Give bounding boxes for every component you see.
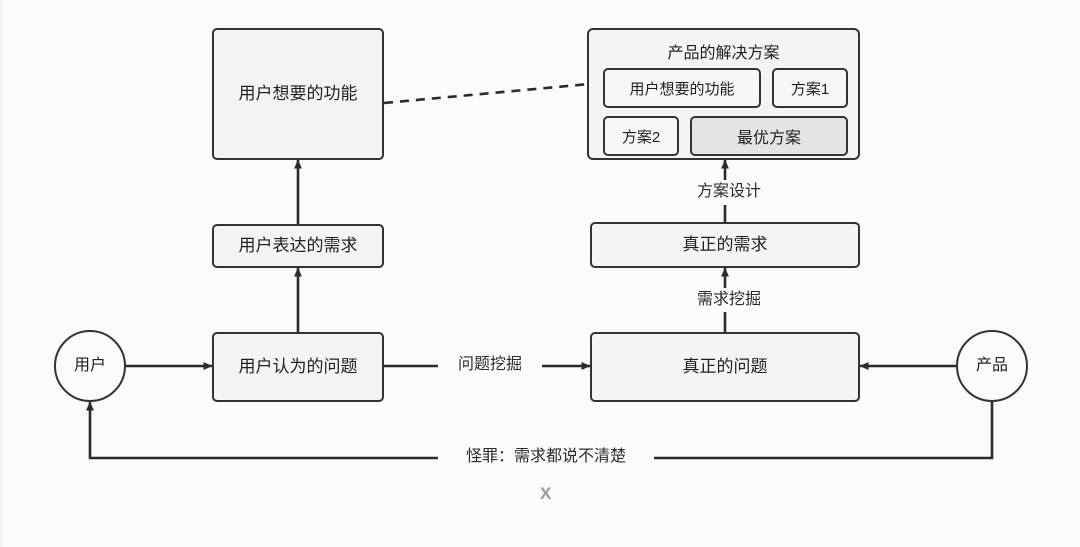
node-user-wanted-feature[interactable]: 用户想要的功能 xyxy=(212,28,384,160)
node-user-wanted-feature-label: 用户想要的功能 xyxy=(238,83,358,103)
node-real-demand-label: 真正的需求 xyxy=(682,234,768,254)
edge-label-problem-digging: 问题挖掘 xyxy=(438,357,542,373)
group-product-solution-title: 产品的解决方案 xyxy=(667,45,780,62)
edge-label-blame: 怪罪：需求都说不清楚 xyxy=(438,449,654,465)
mark-x: X xyxy=(540,484,552,503)
solution-item-optimal-plan[interactable]: 最优方案 xyxy=(690,116,848,156)
node-user-perceived-problem[interactable]: 用户认为的问题 xyxy=(212,332,384,402)
solution-item-2-label: 方案2 xyxy=(621,128,661,146)
edge-blame-feedback-right xyxy=(86,401,438,460)
node-user-expressed-demand[interactable]: 用户表达的需求 xyxy=(212,224,384,268)
solution-item-1-label: 方案1 xyxy=(790,80,830,98)
edge-label-demand-digging: 需求挖掘 xyxy=(677,292,781,308)
node-user-perceived-problem-label: 用户认为的问题 xyxy=(238,356,358,376)
node-user-expressed-demand-label: 用户表达的需求 xyxy=(238,235,358,255)
edge-wanted-feature-dashed-to-solution xyxy=(383,79,601,105)
node-product-circle-label: 产品 xyxy=(975,357,1008,375)
solution-item-3-label: 最优方案 xyxy=(736,130,801,147)
solution-item-plan-1[interactable]: 方案1 xyxy=(772,68,848,108)
node-user-circle-label: 用户 xyxy=(73,357,106,375)
node-user-circle[interactable]: 用户 xyxy=(54,330,126,402)
edge-blame-feedback-left xyxy=(646,402,994,460)
node-real-problem-label: 真正的问题 xyxy=(682,356,768,376)
solution-item-plan-2[interactable]: 方案2 xyxy=(603,116,679,156)
group-product-solution[interactable]: 产品的解决方案 用户想要的功能 方案1 方案2 最优方案 xyxy=(587,28,860,160)
node-product-circle[interactable]: 产品 xyxy=(956,330,1028,402)
edge-label-solution-design: 方案设计 xyxy=(677,184,781,200)
node-real-demand[interactable]: 真正的需求 xyxy=(590,222,860,268)
solution-item-0-label: 用户想要的功能 xyxy=(629,80,735,98)
node-real-problem[interactable]: 真正的问题 xyxy=(590,332,860,402)
solution-item-user-wanted-feature[interactable]: 用户想要的功能 xyxy=(603,68,761,108)
